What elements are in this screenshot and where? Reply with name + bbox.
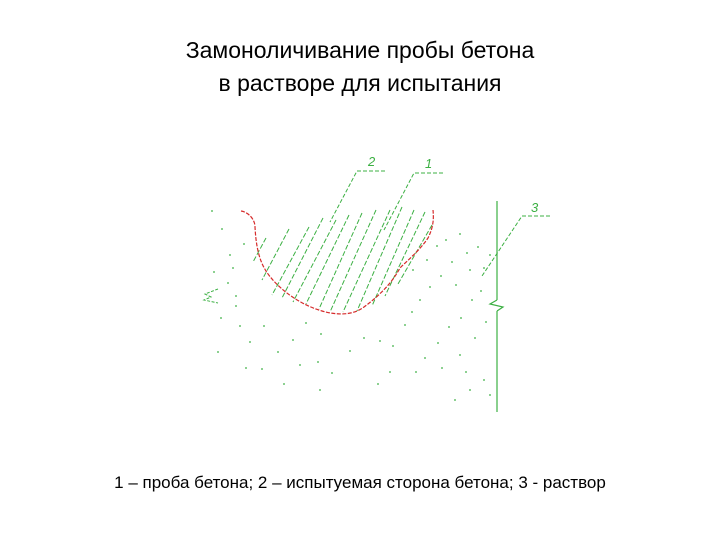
mortar-dot [483,379,485,381]
mortar-dot [469,389,471,391]
callout-2-label: 2 [367,154,376,169]
mortar-dot [245,367,247,369]
mortar-dot [331,372,333,374]
mortar-dot [305,322,307,324]
title-line-2: в растворе для испытания [218,70,502,96]
mortar-dot [469,269,471,271]
mortar-dot [441,367,443,369]
break-mark [202,288,219,304]
mortar-dot [415,371,417,373]
mortar-dot [436,245,438,247]
mortar-dot [239,325,241,327]
mortar-dot [477,246,479,248]
callout-2-leader [329,170,385,223]
mortar-dot [471,299,473,301]
callout-3-label: 3 [531,200,539,215]
mortar-dot [235,305,237,307]
mortar-dot [227,282,229,284]
mortar-dot [459,354,461,356]
mortar-dot [445,239,447,241]
mortar-dot [232,267,234,269]
mortar-dot [229,254,231,256]
mortar-dot [377,383,379,385]
mortar-dot [451,261,453,263]
mortar-dot [235,295,237,297]
mortar-boundary [488,201,505,412]
mortar-dot [465,371,467,373]
mortar-dot [411,311,413,313]
mortar-dot [483,267,485,269]
mortar-dot [455,284,457,286]
mortar-dot [349,350,351,352]
mortar-dot [460,317,462,319]
title-line-1: Замоноличивание пробы бетона [185,37,535,63]
mortar-dot [480,290,482,292]
mortar-dot [426,259,428,261]
mortar-dot [459,233,461,235]
mortar-dot [466,252,468,254]
mortar-dot [243,243,245,245]
mortar-dot [489,394,491,396]
mortar-dot [221,228,223,230]
mortar-dot [392,345,394,347]
callout-3-leader [481,215,550,277]
mortar-dot [317,361,319,363]
figure-caption: 1 – проба бетона; 2 – испытуемая сторона… [114,473,606,492]
mortar-dot [363,337,365,339]
mortar-dot [429,286,431,288]
mortar-dot [277,351,279,353]
mortar-dot [485,321,487,323]
callout-1-label: 1 [425,156,432,171]
mortar-dot [283,383,285,385]
callout-1-leader [383,172,443,231]
mortar-dot [213,271,215,273]
mortar-dot [437,342,439,344]
mortar-dot [412,269,414,271]
mortar-dot [474,337,476,339]
mortar-dot [319,389,321,391]
mortar-dot [299,364,301,366]
mortar-dot [261,368,263,370]
mortar-dot [389,371,391,373]
tested-side-outline [240,209,434,315]
mortar-dot [448,326,450,328]
mortar-dot [379,340,381,342]
mortar-dot [489,254,491,256]
mortar-dot [292,339,294,341]
mortar-dot [263,325,265,327]
mortar-dot [217,351,219,353]
mortar-dot [211,210,213,212]
mortar-dot [404,324,406,326]
mortar-dot [220,317,222,319]
page-title: Замоноличивание пробы бетона в растворе … [0,34,720,100]
mortar-dots [211,210,491,401]
mortar-dot [419,299,421,301]
mortar-dot [440,275,442,277]
mortar-dot [249,341,251,343]
sample-hatching [252,206,433,313]
mortar-dot [320,333,322,335]
callout-leaders [329,170,550,277]
mortar-dot [424,357,426,359]
mortar-dot [454,399,456,401]
